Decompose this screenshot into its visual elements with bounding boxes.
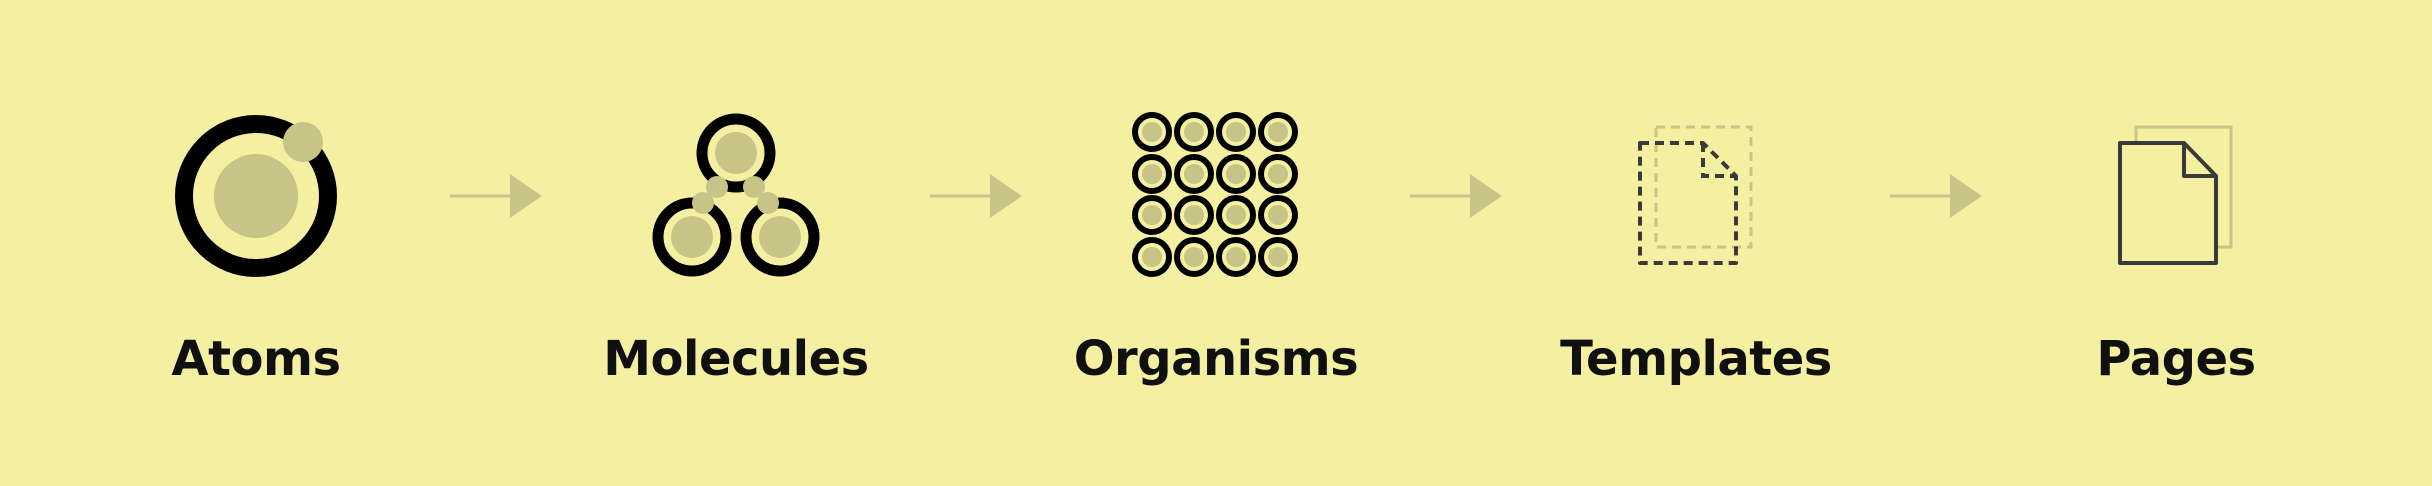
organism-cell-ring	[1216, 154, 1256, 194]
atom-icon	[175, 115, 337, 277]
arrow-icon	[930, 174, 1022, 218]
organism-cell-ring	[1258, 154, 1298, 194]
arrow-icon	[450, 174, 542, 218]
stage-label-pages: Pages	[2096, 331, 2256, 387]
arrow-icon	[1410, 174, 1502, 218]
document-icon	[2118, 125, 2233, 265]
organism-cell-core	[1226, 205, 1246, 225]
organism-cell-core	[1142, 247, 1162, 267]
organism-cell-ring	[1174, 195, 1214, 235]
organism-cell-ring	[1132, 195, 1172, 235]
stage-label-atoms: Atoms	[171, 331, 341, 387]
dashed-document-icon	[1638, 125, 1753, 265]
organism-cell-core	[1142, 205, 1162, 225]
organism-cell-ring	[1258, 195, 1298, 235]
organism-grid-icon	[1132, 112, 1298, 277]
organism-cell-core	[1184, 205, 1204, 225]
organism-cell-ring	[1216, 195, 1256, 235]
molecule-icon	[652, 113, 820, 277]
organism-cell-core	[1184, 122, 1204, 142]
organism-cell-core	[1226, 122, 1246, 142]
organism-cell-core	[1268, 164, 1288, 184]
organism-cell-core	[1184, 164, 1204, 184]
organism-cell-ring	[1132, 154, 1172, 194]
organism-cell-core	[1142, 164, 1162, 184]
stage-label-templates: Templates	[1560, 331, 1832, 387]
organism-cell-ring	[1174, 112, 1214, 152]
organism-cell-core	[1268, 247, 1288, 267]
organism-cell-core	[1184, 247, 1204, 267]
organism-cell-ring	[1174, 154, 1214, 194]
organism-cell-core	[1268, 122, 1288, 142]
organism-cell-ring	[1216, 237, 1256, 277]
organism-cell-core	[1268, 205, 1288, 225]
stage-label-organisms: Organisms	[1073, 331, 1359, 387]
organism-cell-ring	[1174, 237, 1214, 277]
organism-cell-ring	[1258, 112, 1298, 152]
organism-cell-core	[1226, 247, 1246, 267]
stage-label-molecules: Molecules	[603, 331, 869, 387]
organism-cell-ring	[1258, 237, 1298, 277]
organism-cell-ring	[1132, 237, 1172, 277]
organism-cell-core	[1226, 164, 1246, 184]
organism-cell-ring	[1132, 112, 1172, 152]
organism-cell-ring	[1216, 112, 1256, 152]
organism-cell-core	[1142, 122, 1162, 142]
arrow-icon	[1890, 174, 1982, 218]
